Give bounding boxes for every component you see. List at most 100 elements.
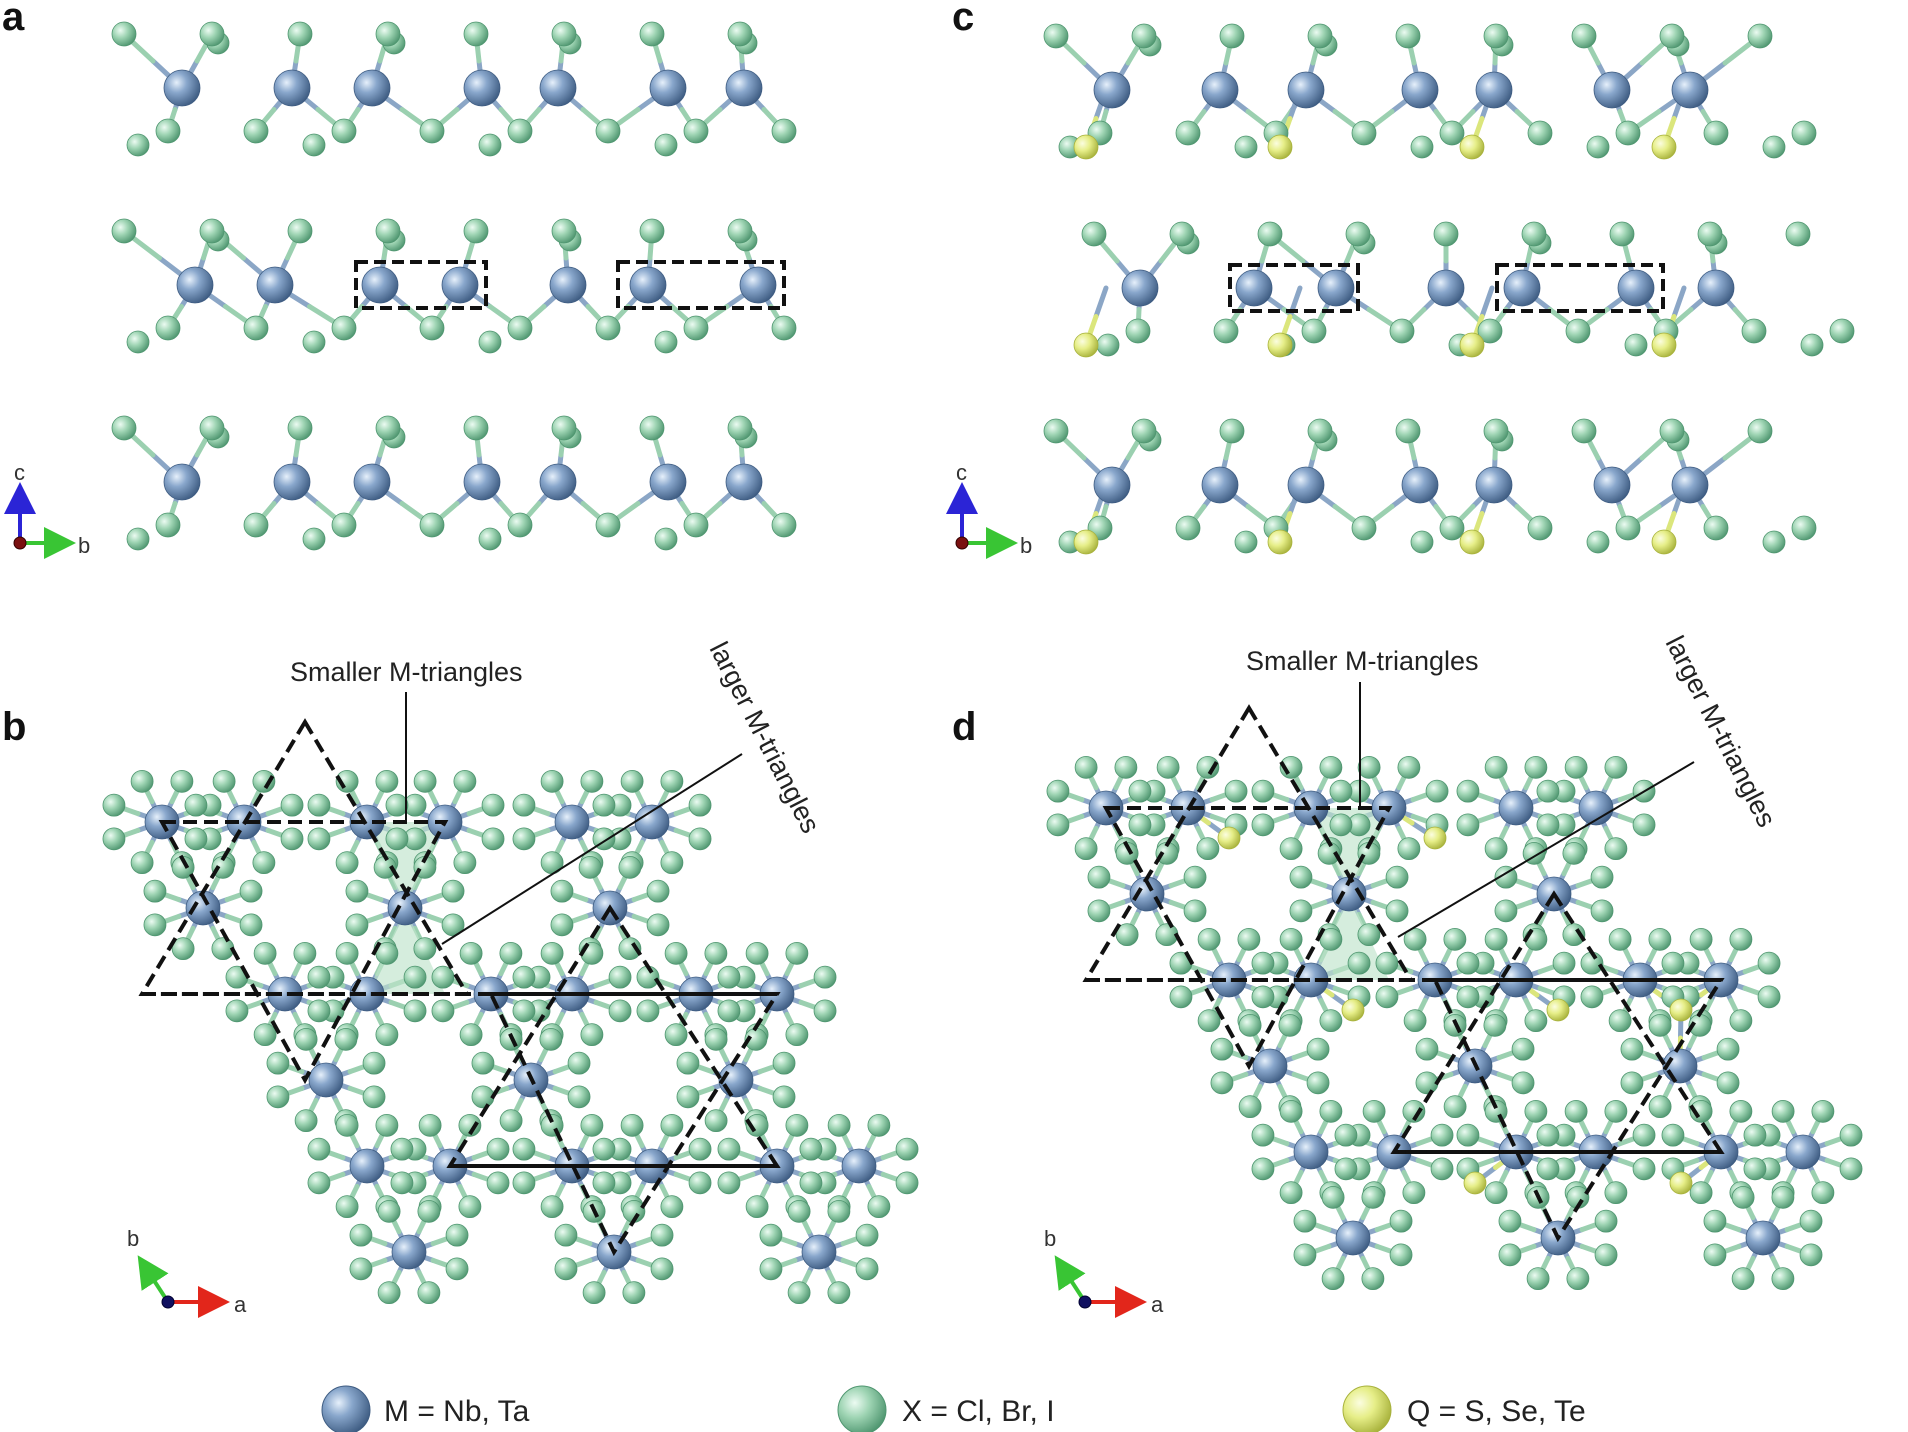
halide-atom <box>646 879 670 903</box>
halide-atom <box>567 1085 591 1109</box>
metal-atom <box>1578 790 1614 826</box>
halide-atom <box>331 315 357 341</box>
halide-atom <box>1747 23 1773 49</box>
halide-atom <box>1731 1267 1755 1291</box>
chalcogen-atom <box>1459 134 1485 160</box>
metal-atom <box>1593 71 1631 109</box>
halide-atom <box>1307 418 1333 444</box>
halide-atom <box>813 965 837 989</box>
halide-atom <box>1483 1013 1507 1037</box>
halide-atom <box>592 1137 616 1161</box>
halide-atom <box>126 527 150 551</box>
legend-label-chalcogen: Q = S, Se, Te <box>1407 1395 1586 1428</box>
axis-label-c: c <box>956 460 967 485</box>
halide-atom <box>1410 530 1434 554</box>
halide-atom <box>646 913 670 937</box>
halide-atom <box>1586 135 1610 159</box>
halide-atom <box>199 218 225 244</box>
halide-atom <box>478 527 502 551</box>
halide-atom <box>1757 951 1781 975</box>
halide-atom <box>787 1281 811 1305</box>
halide-atom <box>1329 779 1353 803</box>
halide-atom <box>1811 1181 1835 1205</box>
halide-atom <box>1483 418 1509 444</box>
chalcogen-atom <box>1463 1171 1487 1195</box>
metal-atom <box>725 463 763 501</box>
halide-atom <box>1074 755 1098 779</box>
halide-atom <box>1389 1243 1413 1267</box>
halide-atom <box>1131 418 1157 444</box>
halide-atom <box>1536 813 1560 837</box>
halide-atom <box>252 769 276 793</box>
halide-atom <box>287 21 313 47</box>
halide-atom <box>539 1027 563 1051</box>
halide-atom <box>1361 1267 1385 1291</box>
halide-atom <box>1566 1267 1590 1291</box>
metal-atom <box>353 69 391 107</box>
chalcogen-atom <box>1546 998 1570 1022</box>
halide-atom <box>1395 23 1421 49</box>
halide-atom <box>253 1023 277 1047</box>
metal-atom <box>1287 466 1325 504</box>
halide-atom <box>595 315 621 341</box>
halide-atom <box>130 769 154 793</box>
halide-atom <box>592 793 616 817</box>
chalcogen-atom <box>1423 826 1447 850</box>
halide-atom <box>1385 899 1409 923</box>
halide-atom <box>252 851 276 875</box>
halide-atom <box>745 1195 769 1219</box>
halide-atom <box>1251 813 1275 837</box>
halide-atom <box>349 1257 373 1281</box>
halide-atom <box>307 1137 331 1161</box>
halide-atom <box>1081 221 1107 247</box>
halide-atom <box>1811 1099 1835 1123</box>
halide-atom <box>1799 1209 1823 1233</box>
halide-atom <box>799 1137 823 1161</box>
halide-atom <box>266 1085 290 1109</box>
halide-atom <box>1362 1099 1386 1123</box>
halide-atom <box>1456 951 1480 975</box>
halide-atom <box>895 1171 919 1195</box>
halide-atom <box>855 1257 879 1281</box>
metal-atom <box>539 69 577 107</box>
halide-atom <box>1278 1013 1302 1037</box>
halide-atom <box>1238 1095 1262 1119</box>
large-dashed-triangle <box>138 718 471 996</box>
halide-atom <box>1334 1157 1358 1181</box>
halide-atom <box>126 330 150 354</box>
halide-atom <box>418 1113 442 1137</box>
halide-atom <box>595 512 621 538</box>
halide-atom <box>1498 1243 1522 1267</box>
halide-atom <box>1389 1209 1413 1233</box>
axis-indicator-side-a: c b <box>4 460 90 559</box>
metal-atom <box>539 463 577 501</box>
halide-atom <box>1456 1123 1480 1147</box>
halide-atom <box>554 1257 578 1281</box>
halide-atom <box>499 941 523 965</box>
smaller-triangle-highlight <box>367 822 445 908</box>
halide-atom <box>1397 837 1421 861</box>
halide-atom <box>225 999 249 1023</box>
chalcogen-atom <box>1651 529 1677 555</box>
halide-atom <box>654 527 678 551</box>
halide-atom <box>458 1195 482 1219</box>
chalcogen-atom <box>1073 332 1099 358</box>
halide-atom <box>212 769 236 793</box>
halide-atom <box>280 827 304 851</box>
halide-atom <box>704 1027 728 1051</box>
halide-atom <box>1615 515 1641 541</box>
halide-atom <box>478 133 502 157</box>
metal-atom <box>1617 269 1655 307</box>
halide-atom <box>1521 221 1547 247</box>
halide-atom <box>1586 530 1610 554</box>
halide-atom <box>239 913 263 937</box>
halide-atom <box>1620 1037 1644 1061</box>
triangles <box>1082 704 1725 1243</box>
halide-atom <box>375 21 401 47</box>
halide-atom <box>375 1023 399 1047</box>
halide-atom <box>431 999 455 1023</box>
halide-atom <box>143 879 167 903</box>
halide-atom <box>772 1051 796 1075</box>
halide-atom <box>1689 1181 1713 1205</box>
highlight <box>367 822 445 994</box>
